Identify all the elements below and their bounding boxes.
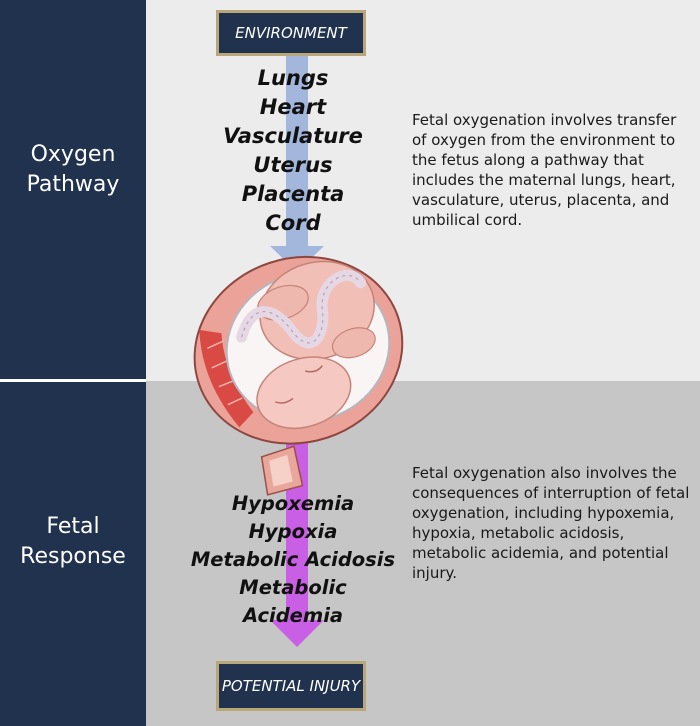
sidebar: [0, 0, 146, 726]
top-description-line: vasculature, uterus, placenta, and: [412, 191, 670, 209]
oxygen-arrow-shaft: [286, 56, 308, 248]
pathway-item-heart: Heart: [259, 95, 327, 119]
pathway-item-cord: Cord: [265, 211, 321, 235]
oxygen-pathway-label-line-1: Oxygen: [30, 142, 116, 167]
uterus-fetus-illustration: [193, 255, 404, 496]
fetus-arm: [331, 327, 376, 359]
fetal-response-list: Hypoxemia Hypoxia Metabolic Acidosis Met…: [188, 490, 398, 630]
top-description-line: Fetal oxygenation involves transfer: [412, 111, 677, 129]
pathway-item-vasculature: Vasculature: [223, 124, 363, 148]
bottom-description-line: oxygenation, including hypoxemia,: [412, 504, 675, 522]
potential-injury-tag: POTENTIAL INJURY: [216, 661, 366, 711]
environment-tag: ENVIRONMENT: [216, 10, 366, 56]
response-item-hypoxemia: Hypoxemia: [231, 492, 355, 515]
response-arrow-head: [270, 620, 324, 647]
bottom-description-line: Fetal oxygenation also involves the: [412, 464, 677, 482]
top-description-line: umbilical cord.: [412, 211, 523, 229]
oxygen-pathway-description: Fetal oxygenation involves transfer of o…: [412, 110, 694, 230]
uterine-muscle: [199, 329, 254, 428]
fetal-response-description: Fetal oxygenation also involves the cons…: [412, 463, 698, 583]
fetus-head: [256, 356, 352, 429]
bottom-description-line: consequences of interruption of fetal: [412, 484, 690, 502]
bottom-description-line: metabolic acidemia, and potential: [412, 544, 669, 562]
bottom-description-line: hypoxia, metabolic acidosis,: [412, 524, 625, 542]
top-description-line: includes the maternal lungs, heart,: [412, 171, 676, 189]
top-description-line: the fetus along a pathway that: [412, 151, 644, 169]
pathway-item-uterus: Uterus: [253, 153, 333, 177]
fetal-response-label-line-2: Response: [20, 544, 126, 569]
bottom-description-line: injury.: [412, 564, 458, 582]
pathway-item-lungs: Lungs: [257, 66, 329, 90]
sidebar-divider: [0, 379, 146, 382]
fetal-response-label: Fetal Response: [0, 512, 146, 572]
oxygen-pathway-label-line-2: Pathway: [26, 172, 120, 197]
oxygen-pathway-label: Oxygen Pathway: [0, 140, 146, 200]
response-item-metabolic-acidemia: Metabolic Acidemia: [239, 576, 347, 627]
top-description-line: of oxygen from the environment to: [412, 131, 676, 149]
response-item-hypoxia: Hypoxia: [248, 520, 338, 543]
oxygen-pathway-list: Lungs Heart Vasculature Uterus Placenta …: [200, 64, 386, 238]
pathway-item-placenta: Placenta: [241, 182, 345, 206]
fetal-response-label-line-1: Fetal: [46, 514, 100, 539]
response-item-metabolic-acidosis: Metabolic Acidosis: [190, 548, 396, 571]
